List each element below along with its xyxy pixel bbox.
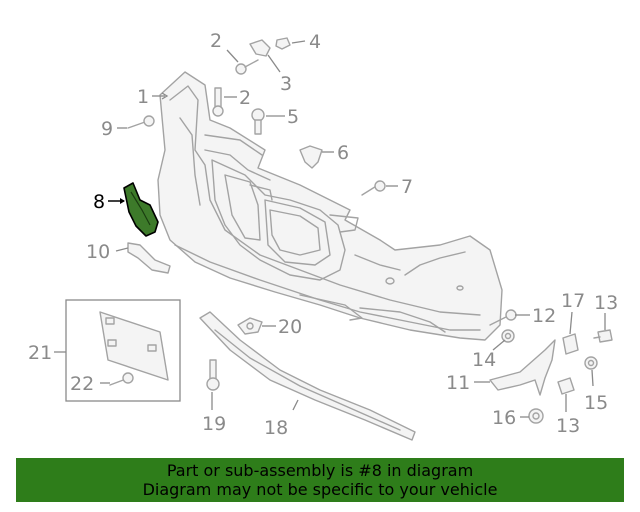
callout-13a: 13: [594, 292, 618, 314]
callout-2a: 2: [210, 30, 222, 52]
fastener-2a-icon: [235, 59, 259, 75]
bracket-17-icon: [562, 333, 579, 355]
leader-lines: [54, 40, 606, 418]
callout-22: 22: [70, 373, 94, 395]
callout-13b: 13: [556, 415, 580, 437]
bumper-cover: [157, 71, 503, 341]
bracket-10-icon: [127, 242, 171, 274]
side-bracket-11: [489, 339, 556, 396]
bracket-8-highlighted: [123, 182, 159, 237]
callout-14: 14: [472, 349, 496, 371]
callout-20: 20: [278, 316, 302, 338]
callout-8: 8: [93, 191, 105, 213]
clip-13b-icon: [557, 377, 575, 395]
callout-7: 7: [401, 176, 413, 198]
banner-line-2: Diagram may not be specific to your vehi…: [142, 480, 498, 499]
screw-12-icon: [489, 309, 517, 326]
callout-17: 17: [561, 290, 585, 312]
callout-3: 3: [280, 73, 292, 95]
callout-11: 11: [446, 372, 470, 394]
clip-3-icon: [249, 39, 271, 57]
callout-5: 5: [287, 106, 299, 128]
screw-7-icon: [361, 180, 386, 196]
nut-20-icon: [237, 317, 263, 335]
banner-line-1: Part or sub-assembly is #8 in diagram: [166, 461, 474, 480]
callout-1: 1: [137, 86, 149, 108]
nut-16-icon: [528, 408, 544, 424]
screw-9-icon: [127, 115, 155, 129]
callout-9: 9: [101, 118, 113, 140]
push-pin-4-icon: [275, 37, 291, 50]
callout-10: 10: [86, 241, 110, 263]
callout-2b: 2: [239, 87, 251, 109]
callout-18: 18: [264, 417, 288, 439]
nut-15-icon: [584, 356, 598, 370]
callout-16: 16: [492, 407, 516, 429]
callout-21: 21: [28, 342, 52, 364]
nut-14-icon: [501, 329, 515, 343]
lower-strip-18: [199, 311, 416, 441]
callout-6: 6: [337, 142, 349, 164]
clip-6-icon: [299, 145, 323, 169]
info-banner: Part or sub-assembly is #8 in diagram Di…: [16, 458, 624, 502]
bolt-5-icon: [251, 108, 265, 135]
callout-15: 15: [584, 392, 608, 414]
license-plate-group: [65, 299, 181, 402]
callout-19: 19: [202, 413, 226, 435]
bolt-19-icon: [206, 359, 220, 391]
clip-13a-icon: [593, 329, 613, 343]
bolt-2b-icon: [212, 87, 224, 117]
callout-12: 12: [532, 305, 556, 327]
callout-4: 4: [309, 31, 321, 53]
